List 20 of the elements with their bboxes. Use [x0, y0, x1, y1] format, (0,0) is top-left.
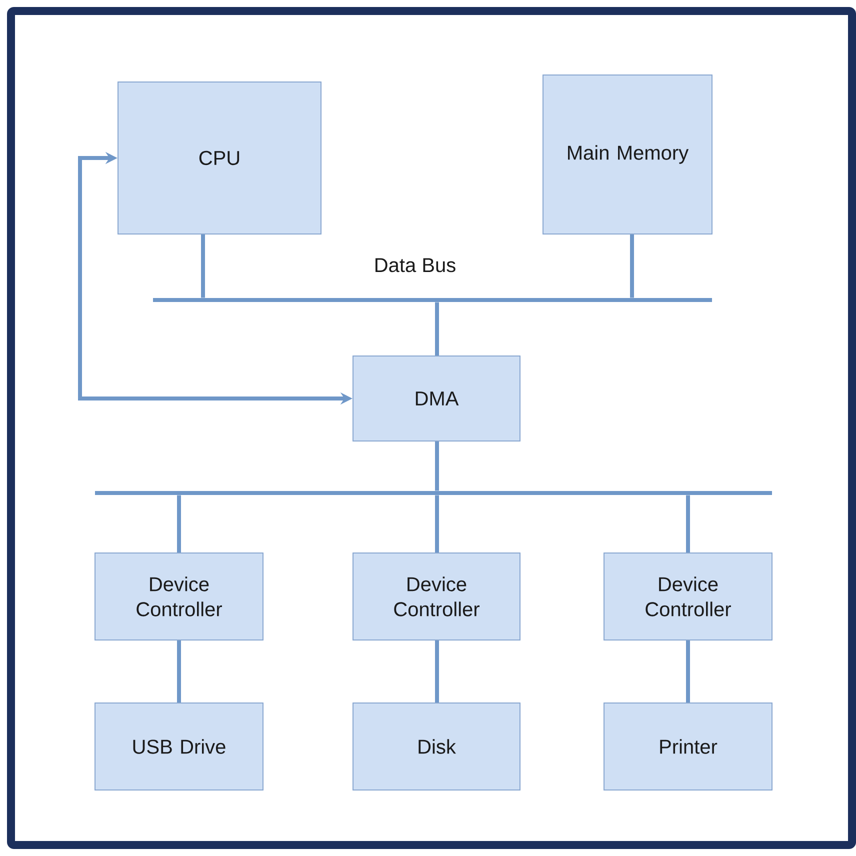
connector [435, 495, 439, 552]
connector [435, 640, 439, 702]
connector [686, 495, 690, 552]
process-box: DMA [352, 356, 520, 442]
connector [435, 442, 439, 491]
connector [686, 640, 690, 702]
process-box: Device Controller [604, 552, 772, 640]
process-box: Main Memory [542, 74, 712, 234]
connector [177, 495, 181, 552]
connector [177, 640, 181, 702]
connector [435, 302, 439, 356]
bus-label: Data Bus [376, 258, 456, 272]
process-box: Printer [604, 702, 772, 790]
process-box: Disk [352, 702, 520, 790]
process-box: CPU [118, 82, 322, 234]
connector [630, 234, 634, 298]
process-box: Device Controller [94, 552, 264, 640]
process-box: USB Drive [94, 702, 264, 790]
process-box: Device Controller [352, 552, 520, 640]
connector [201, 234, 205, 298]
